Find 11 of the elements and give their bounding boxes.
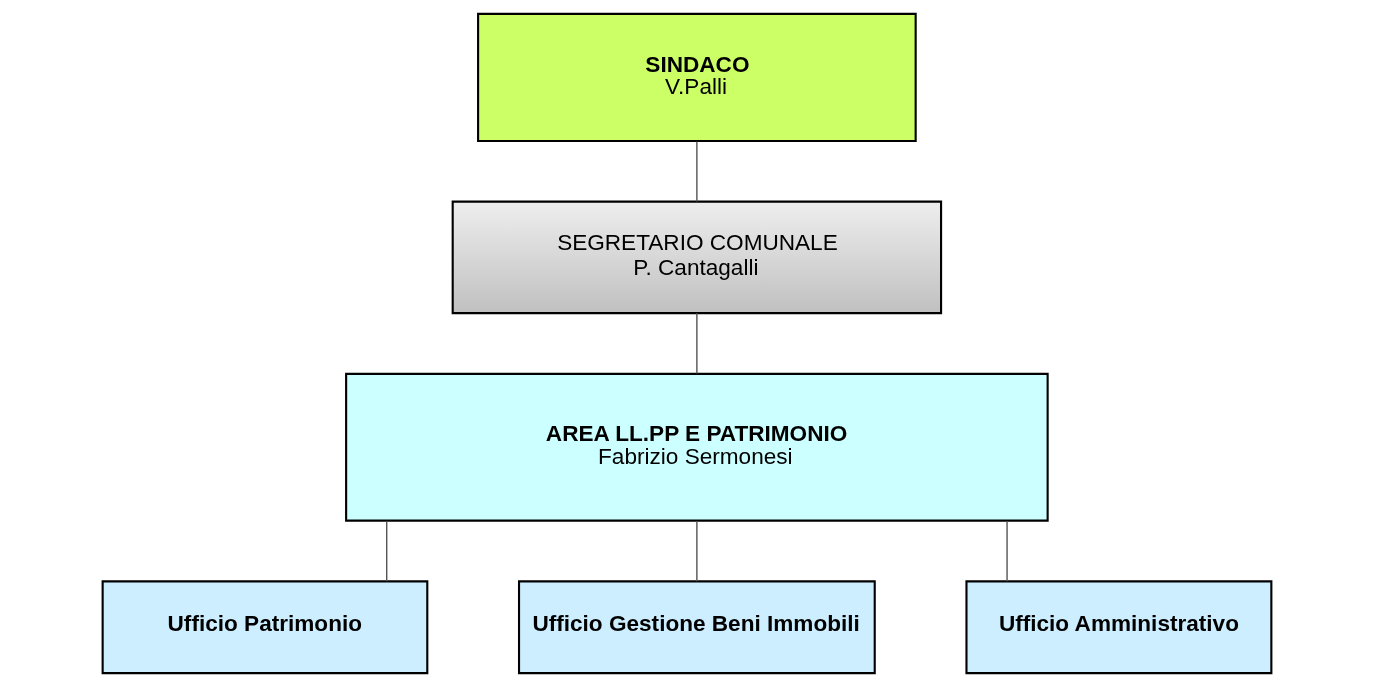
connector xyxy=(696,312,698,375)
node-box: SINDACO V.Palli xyxy=(477,12,917,142)
node-box: SEGRETARIO COMUNALE P. Cantagalli xyxy=(451,200,943,315)
node-box: Ufficio Amministrativo xyxy=(965,580,1273,675)
node-box: Ufficio Gestione Beni Immobili xyxy=(517,580,876,675)
node-box: AREA LL.PP E PATRIMONIO Fabrizio Sermonesi xyxy=(345,372,1049,522)
connector xyxy=(696,520,698,582)
connector xyxy=(386,520,388,582)
connector xyxy=(696,140,698,203)
connector xyxy=(1006,520,1008,582)
node-box: Ufficio Patrimonio xyxy=(101,580,429,675)
